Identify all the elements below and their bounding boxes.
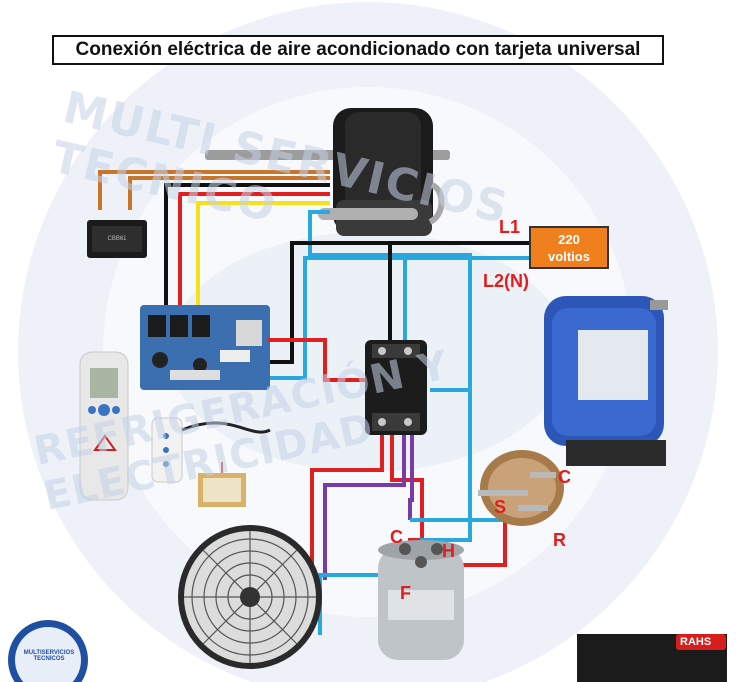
fan-capacitor: CBB61	[87, 220, 147, 258]
board-to-contactor-wires	[268, 338, 365, 382]
remote-control	[79, 351, 129, 501]
compressor	[544, 296, 668, 466]
logo-left-text: MULTISERVICIOS TECNICOS	[23, 650, 75, 662]
fan-motor	[205, 108, 450, 236]
voltage-value: 220	[558, 232, 580, 247]
compressor-s-label: S	[494, 497, 507, 517]
capacitor-f-label: F	[400, 583, 411, 603]
svg-text:CBB61: CBB61	[107, 236, 127, 242]
compressor-c-label: C	[558, 467, 571, 487]
motor-wires	[98, 170, 472, 392]
logo-left	[8, 620, 88, 682]
capacitor-h-label: H	[442, 541, 455, 561]
wired-panel	[151, 417, 271, 483]
l1-label: L1	[499, 217, 521, 237]
condenser-fan	[178, 525, 322, 669]
capacitor-c-label: C	[390, 527, 403, 547]
compressor-r-label: R	[553, 530, 566, 550]
title-text: Conexión eléctrica de aire acondicionado…	[75, 39, 641, 60]
logo-right-text: RAHS	[680, 636, 712, 648]
power-lines	[268, 241, 530, 380]
run-capacitor	[378, 540, 464, 660]
voltage-unit: voltios	[548, 249, 590, 264]
transformer	[198, 462, 246, 507]
voltage-box: 220 voltios	[529, 226, 609, 269]
l2-label: L2(N)	[483, 271, 529, 291]
page-title: Conexión eléctrica de aire acondicionado…	[52, 35, 664, 65]
contactor	[365, 340, 427, 435]
logo-right	[577, 634, 727, 682]
compressor-terminal-block	[478, 450, 564, 526]
control-board	[140, 305, 270, 390]
